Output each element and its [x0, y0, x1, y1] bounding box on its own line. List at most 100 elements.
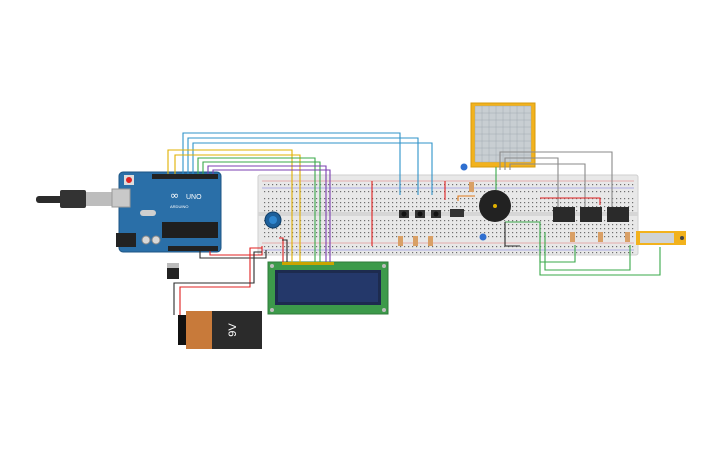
battery-9v: 9V — [178, 311, 262, 349]
breadboard-hole — [376, 202, 378, 204]
breadboard-hole — [364, 246, 366, 248]
breadboard-hole — [332, 220, 334, 222]
breadboard-hole — [292, 228, 294, 230]
breadboard-hole — [432, 228, 434, 230]
breadboard-hole — [416, 202, 418, 204]
breadboard-hole — [600, 184, 602, 186]
breadboard-hole — [296, 224, 298, 226]
breadboard-hole — [512, 220, 514, 222]
breadboard-hole — [604, 236, 606, 238]
breadboard-hole — [304, 210, 306, 212]
breadboard-hole — [448, 198, 450, 200]
breadboard-hole — [556, 228, 558, 230]
breadboard-hole — [416, 246, 418, 248]
breadboard-hole — [372, 232, 374, 234]
breadboard-hole — [456, 224, 458, 226]
breadboard-hole — [440, 252, 442, 254]
breadboard-hole — [360, 236, 362, 238]
breadboard-hole — [632, 220, 634, 222]
breadboard-hole — [396, 198, 398, 200]
breadboard-hole — [268, 198, 270, 200]
breadboard-hole — [412, 191, 414, 193]
breadboard-hole — [340, 184, 342, 186]
breadboard-hole — [428, 202, 430, 204]
breadboard-hole — [480, 191, 482, 193]
breadboard-hole — [336, 224, 338, 226]
breadboard-hole — [284, 202, 286, 204]
breadboard-hole — [512, 202, 514, 204]
breadboard-hole — [276, 228, 278, 230]
breadboard-hole — [348, 210, 350, 212]
breadboard-hole — [436, 246, 438, 248]
breadboard-hole — [360, 191, 362, 193]
breadboard-hole — [548, 236, 550, 238]
breadboard-hole — [304, 198, 306, 200]
breadboard-hole — [272, 198, 274, 200]
breadboard-hole — [432, 191, 434, 193]
breadboard-hole — [300, 202, 302, 204]
breadboard-hole — [468, 202, 470, 204]
breadboard-hole — [508, 184, 510, 186]
breadboard-hole — [352, 236, 354, 238]
breadboard-hole — [472, 252, 474, 254]
breadboard-hole — [612, 246, 614, 248]
breadboard-hole — [392, 246, 394, 248]
breadboard-hole — [624, 246, 626, 248]
breadboard-hole — [468, 220, 470, 222]
breadboard-hole — [352, 198, 354, 200]
breadboard-hole — [280, 232, 282, 234]
breadboard-hole — [280, 191, 282, 193]
breadboard-hole — [348, 206, 350, 208]
breadboard-hole — [556, 224, 558, 226]
breadboard-hole — [520, 184, 522, 186]
breadboard-hole — [512, 184, 514, 186]
breadboard-hole — [388, 202, 390, 204]
breadboard-hole — [552, 236, 554, 238]
breadboard-hole — [628, 206, 630, 208]
breadboard-hole — [288, 184, 290, 186]
breadboard-hole — [272, 210, 274, 212]
breadboard-hole — [332, 210, 334, 212]
breadboard-hole — [628, 246, 630, 248]
breadboard-hole — [604, 228, 606, 230]
breadboard-hole — [348, 228, 350, 230]
breadboard-hole — [564, 232, 566, 234]
breadboard-hole — [344, 210, 346, 212]
breadboard-hole — [448, 191, 450, 193]
breadboard-hole — [412, 198, 414, 200]
breadboard-hole — [324, 224, 326, 226]
breadboard-hole — [504, 246, 506, 248]
breadboard-hole — [580, 206, 582, 208]
wire-green-1 — [197, 157, 316, 262]
breadboard-hole — [400, 220, 402, 222]
breadboard-hole — [284, 206, 286, 208]
breadboard-hole — [356, 232, 358, 234]
breadboard-hole — [396, 210, 398, 212]
breadboard-hole — [540, 191, 542, 193]
breadboard-hole — [364, 184, 366, 186]
breadboard-hole — [588, 184, 590, 186]
breadboard-hole — [308, 236, 310, 238]
breadboard-hole — [500, 228, 502, 230]
breadboard-hole — [424, 228, 426, 230]
breadboard-hole — [440, 191, 442, 193]
breadboard-hole — [616, 236, 618, 238]
breadboard-hole — [392, 184, 394, 186]
breadboard-hole — [312, 228, 314, 230]
breadboard-hole — [612, 252, 614, 254]
breadboard-hole — [568, 206, 570, 208]
led-blue-bottom — [479, 233, 487, 241]
breadboard-hole — [400, 246, 402, 248]
breadboard-hole — [264, 191, 266, 193]
breadboard-hole — [576, 236, 578, 238]
breadboard-hole — [304, 202, 306, 204]
breadboard-hole — [520, 232, 522, 234]
breadboard-hole — [444, 232, 446, 234]
breadboard-hole — [320, 184, 322, 186]
breadboard-hole — [376, 191, 378, 193]
breadboard-hole — [480, 228, 482, 230]
breadboard-hole — [320, 224, 322, 226]
breadboard-hole — [484, 184, 486, 186]
breadboard-hole — [284, 232, 286, 234]
breadboard-hole — [384, 210, 386, 212]
